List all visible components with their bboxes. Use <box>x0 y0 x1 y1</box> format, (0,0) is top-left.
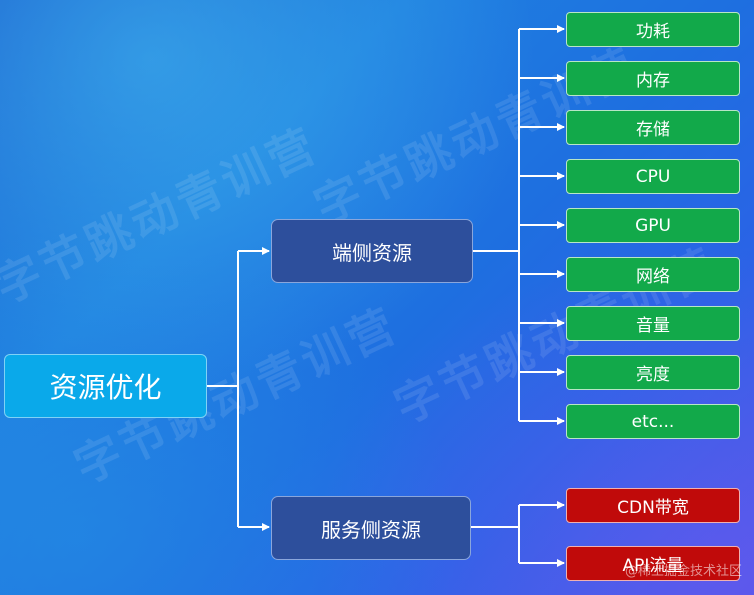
leaf-node-api-traffic: API流量 <box>566 546 740 581</box>
leaf-node-etc: etc... <box>566 404 740 439</box>
leaf-node-storage: 存储 <box>566 110 740 145</box>
leaf-node-cpu: CPU <box>566 159 740 194</box>
branch-node-server: 服务侧资源 <box>271 496 471 560</box>
leaf-node-power: 功耗 <box>566 12 740 47</box>
leaf-node-volume: 音量 <box>566 306 740 341</box>
leaf-node-memory: 内存 <box>566 61 740 96</box>
leaf-node-gpu: GPU <box>566 208 740 243</box>
leaf-node-brightness: 亮度 <box>566 355 740 390</box>
leaf-node-network: 网络 <box>566 257 740 292</box>
branch-node-client: 端侧资源 <box>271 219 473 283</box>
source-credit: @稀土掘金技术社区 <box>624 564 742 579</box>
leaf-node-cdn-bandwidth: CDN带宽 <box>566 488 740 523</box>
root-node: 资源优化 <box>4 354 207 418</box>
